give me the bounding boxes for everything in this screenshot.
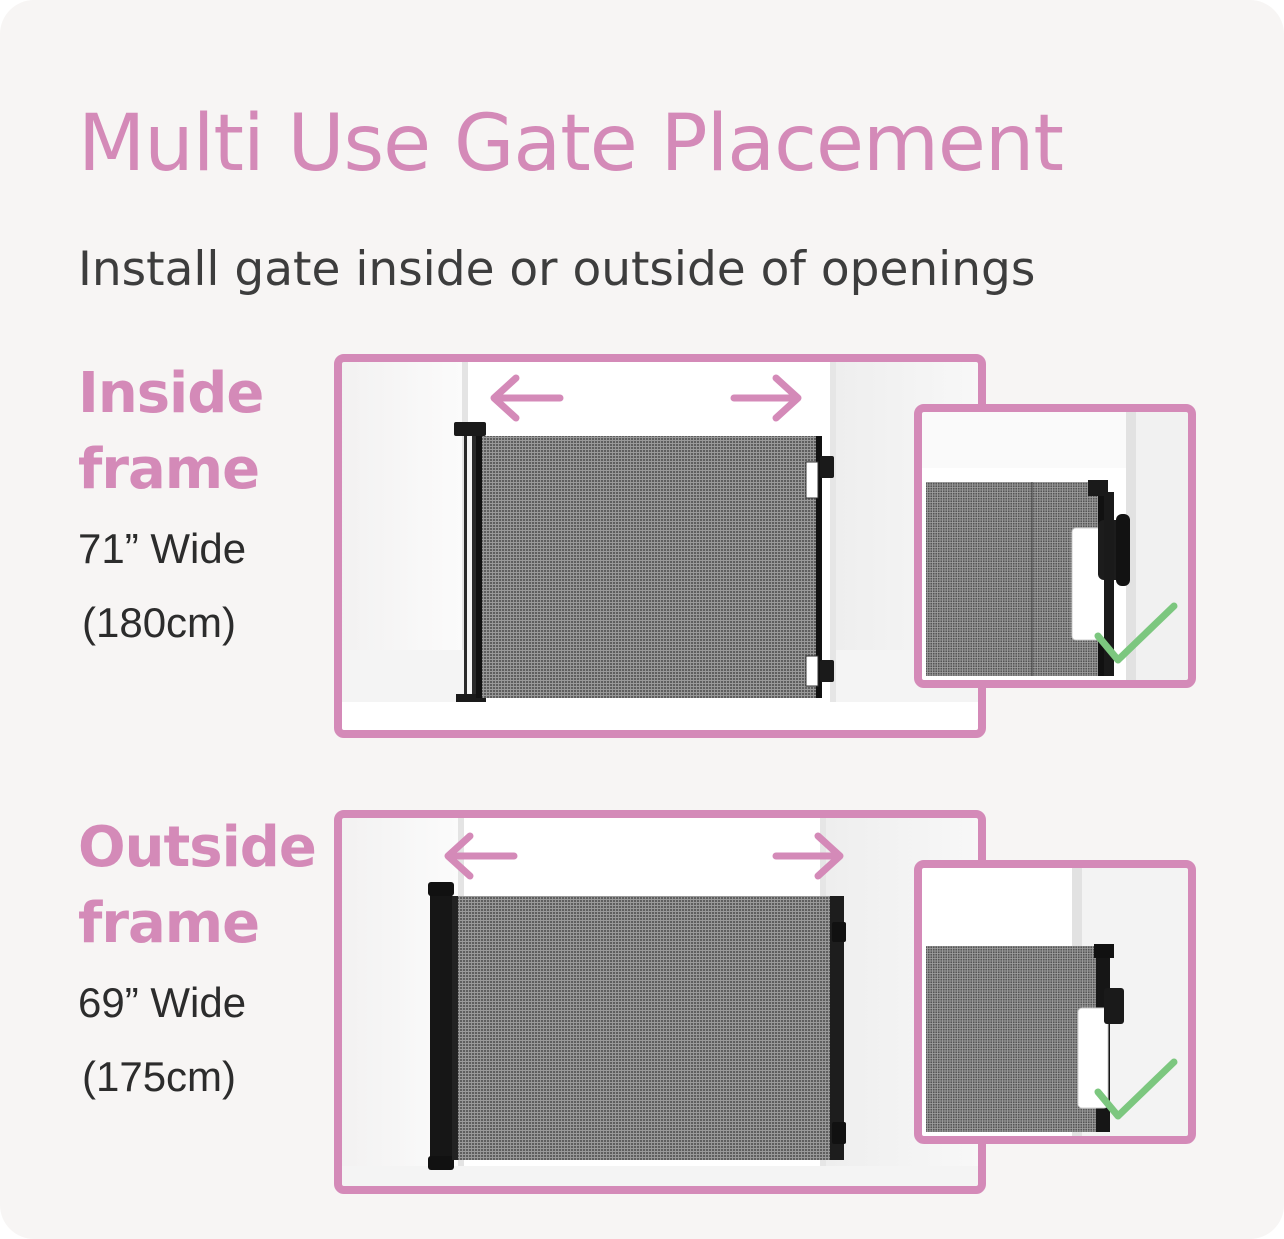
inside-frame-illustration xyxy=(334,354,986,738)
arrow-right-icon xyxy=(772,832,844,880)
checkmark-icon xyxy=(1094,602,1178,664)
retractable-gate xyxy=(454,422,834,702)
outside-frame-line2: frame xyxy=(78,891,260,956)
wall-mount-bracket xyxy=(1104,988,1124,1024)
gate-mesh xyxy=(476,436,822,698)
page-title: Multi Use Gate Placement xyxy=(78,99,1064,189)
inside-frame-line1: Inside xyxy=(78,361,264,426)
arrow-left-icon xyxy=(444,832,518,880)
checkmark-icon xyxy=(1094,1058,1178,1120)
outside-frame-width: 69” Wide xyxy=(78,979,247,1026)
inside-frame-width: 71” Wide xyxy=(78,525,247,572)
outside-frame-detail xyxy=(914,860,1196,1144)
retractable-gate xyxy=(428,882,846,1170)
inside-frame-metric: (180cm) xyxy=(82,599,237,646)
outside-frame-illustration xyxy=(334,810,986,1194)
page-subtitle: Install gate inside or outside of openin… xyxy=(78,242,1036,297)
gate-mesh xyxy=(452,896,842,1160)
arrow-left-icon xyxy=(490,374,564,422)
outside-frame-label: Outside frame 69” Wide (175cm) xyxy=(78,810,328,1114)
outside-frame-line1: Outside xyxy=(78,815,317,880)
outside-frame-metric: (175cm) xyxy=(82,1053,237,1100)
arrow-right-icon xyxy=(730,374,802,422)
inside-frame-line2: frame xyxy=(78,437,260,502)
detail-gate-mesh xyxy=(926,946,1106,1132)
inside-frame-detail xyxy=(914,404,1196,688)
inside-frame-label: Inside frame 71” Wide (180cm) xyxy=(78,356,328,660)
